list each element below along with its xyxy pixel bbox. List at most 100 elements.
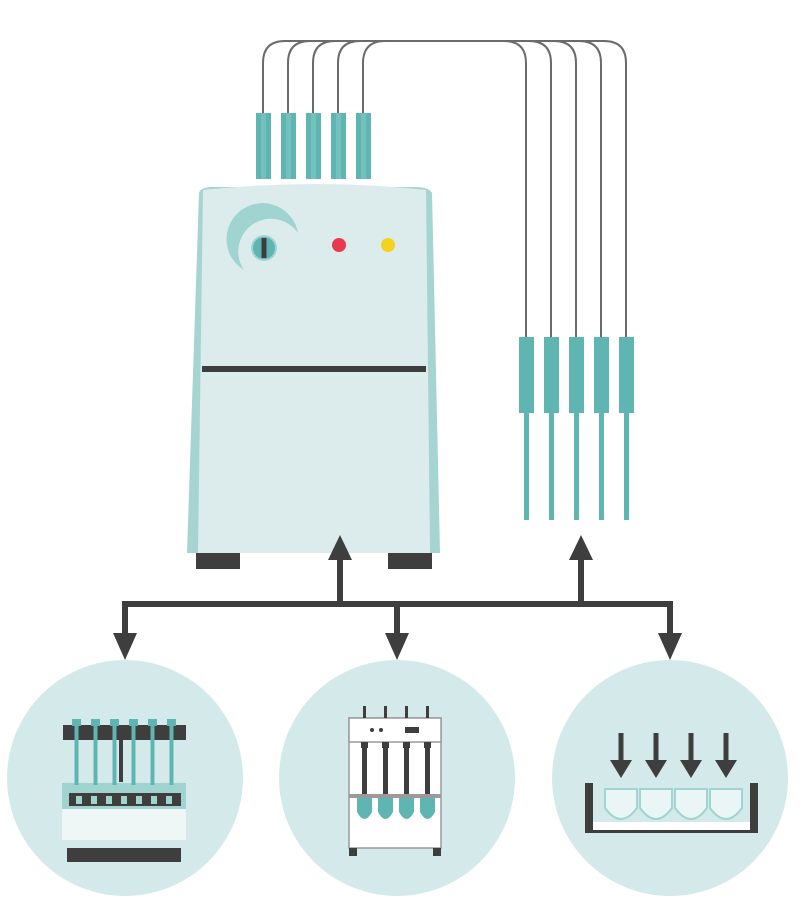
- connector-highlight: [311, 113, 316, 179]
- rack-needles: [72, 719, 176, 785]
- column-collector: [420, 798, 435, 819]
- column-tube: [404, 748, 409, 794]
- plate-wells: [604, 733, 743, 820]
- rack-slot: [76, 796, 82, 804]
- led-red-icon: [332, 238, 346, 252]
- stand-button-icon: [379, 728, 383, 732]
- column-tube: [425, 748, 430, 794]
- column-needle: [426, 706, 429, 718]
- rack-needle-cap: [72, 719, 81, 726]
- connector-highlight: [361, 113, 366, 179]
- column-tube: [362, 748, 367, 794]
- outlet-connector: [256, 113, 271, 179]
- arrow-down-icon: [610, 760, 632, 778]
- rack-center-rod: [119, 740, 123, 782]
- plate-well: [639, 788, 673, 820]
- connector-highlight: [336, 113, 341, 179]
- dispense-arrow-stem: [723, 733, 729, 763]
- rack-head: [63, 725, 186, 740]
- rack-needle: [131, 725, 136, 785]
- rack-needle-cap: [148, 719, 157, 726]
- plate-well: [674, 788, 708, 820]
- needle: [624, 410, 629, 520]
- device-circle-right: [552, 660, 788, 896]
- distribution-arrows: [113, 535, 682, 660]
- rack-slot: [121, 796, 127, 804]
- stand-display-icon: [405, 727, 419, 733]
- tubing-wire: [362, 40, 527, 338]
- outlet-connector: [331, 113, 346, 179]
- arrow-down-icon: [113, 633, 137, 660]
- plate-floor: [585, 830, 758, 833]
- column-clamp: [403, 742, 410, 748]
- connector-highlight: [261, 113, 266, 179]
- pump-foot-right: [388, 552, 432, 569]
- column-clamp: [361, 742, 368, 748]
- column-needle: [384, 706, 387, 718]
- rack-needle: [93, 725, 98, 785]
- column-clamp: [382, 742, 389, 748]
- column-tube: [383, 748, 388, 794]
- rack-foot: [67, 848, 181, 862]
- connector-highlight: [286, 113, 291, 179]
- multi-channel-manifold-icon: [519, 337, 634, 520]
- arrow-up-icon: [328, 535, 352, 560]
- needle: [524, 410, 529, 520]
- tube-rack-manifold-icon: [7, 660, 243, 896]
- column-collector: [357, 798, 372, 819]
- rack-needle: [169, 725, 174, 785]
- plate-wall-right: [750, 783, 758, 833]
- rack-base: [62, 808, 186, 840]
- dispense-arrow-stem: [688, 733, 694, 763]
- column-collector: [399, 798, 414, 819]
- rack-needle: [150, 725, 155, 785]
- rack-needle-cap: [167, 719, 176, 726]
- rack-slot: [106, 796, 112, 804]
- manifold-connector: [569, 337, 584, 413]
- rack-slot: [151, 796, 157, 804]
- rack-needle-cap: [129, 719, 138, 726]
- column-needle: [363, 706, 366, 718]
- pump-dial-icon: [226, 203, 298, 270]
- peristaltic-pump-icon: [187, 184, 440, 569]
- arrow-down-icon: [680, 760, 702, 778]
- column-clamp: [424, 742, 431, 748]
- rack-slot: [91, 796, 97, 804]
- dispense-arrow-stem: [653, 733, 659, 763]
- pump-divider-line: [202, 366, 426, 372]
- arrow-up-stem-manifold: [578, 556, 584, 604]
- rack-slot: [136, 796, 142, 804]
- rack-needle: [112, 725, 117, 785]
- multi-column-stand-icon: [279, 660, 515, 896]
- rack-slot: [166, 796, 172, 804]
- arrow-up-stem-pump: [337, 556, 343, 604]
- stand-foot-left: [349, 848, 357, 856]
- manifold-connector: [544, 337, 559, 413]
- needle: [549, 410, 554, 520]
- arrow-up-icon: [569, 535, 593, 560]
- plate-well: [604, 788, 638, 820]
- manifold-connector: [619, 337, 634, 413]
- arrow-down-icon: [385, 633, 409, 660]
- manifold-connector: [519, 337, 534, 413]
- well-plate-dispense-icon: [552, 660, 788, 896]
- pump-outlet-connectors: [256, 113, 371, 179]
- rack-needle-cap: [110, 719, 119, 726]
- plate-base: [593, 822, 750, 830]
- stand-shelf: [349, 794, 441, 798]
- rack-needle-cap: [91, 719, 100, 726]
- plate-wall-left: [585, 783, 593, 833]
- column-needle: [405, 706, 408, 718]
- arrow-down-stem-middle: [394, 604, 400, 638]
- stand-foot-right: [433, 848, 441, 856]
- stand-button-icon: [370, 728, 374, 732]
- pump-foot-left: [196, 552, 240, 569]
- column-collector: [378, 798, 393, 819]
- manifold-connector: [594, 337, 609, 413]
- outlet-connector: [306, 113, 321, 179]
- plate-well: [709, 788, 743, 820]
- arrow-down-icon: [715, 760, 737, 778]
- outlet-connector: [356, 113, 371, 179]
- tubing-wires: [262, 40, 627, 338]
